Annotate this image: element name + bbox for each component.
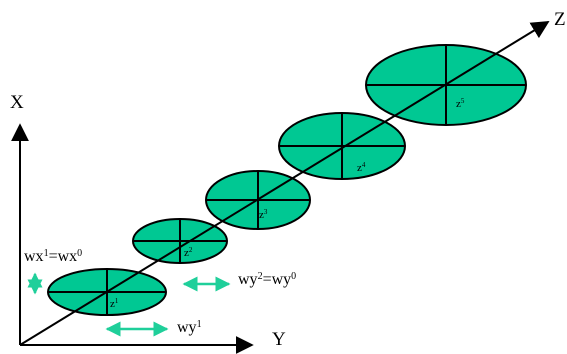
ellipse-label-4: z4 [357,161,366,174]
wx-equation-label: wx1=wx0 [24,248,82,265]
z-axis-label: Z [554,9,566,30]
beam-ellipse-4 [278,112,406,180]
wy2-equation-label: wy2=wy0 [238,271,296,288]
wy1-label: wy1 [177,319,202,336]
z-axis [19,21,550,346]
y-axis-label: Y [272,329,286,350]
beam-ellipse-2 [132,218,228,264]
x-axis-label: X [10,92,24,113]
ellipse-label-5: z5 [456,97,465,110]
ellipse-label-1: z1 [110,297,119,310]
ellipse-label-2: z2 [184,246,193,259]
ellipse-label-3: z3 [259,208,268,221]
